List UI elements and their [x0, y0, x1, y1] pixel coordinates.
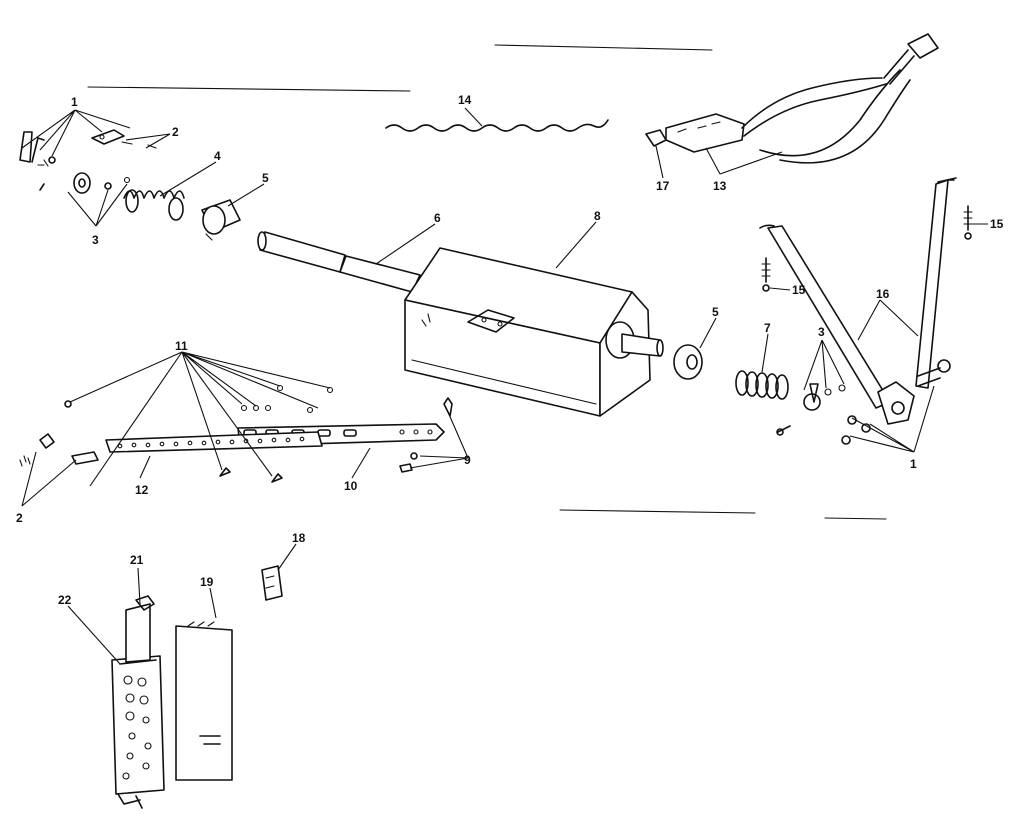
switch-and-cord — [645, 33, 939, 164]
motor-housing — [404, 247, 664, 417]
callout-14: 14 — [458, 93, 472, 107]
callout-15-left: 15 — [792, 283, 806, 297]
right-bushing — [673, 344, 703, 380]
callout-10: 10 — [344, 479, 358, 493]
callout-4: 4 — [214, 149, 221, 163]
callout-16: 16 — [876, 287, 890, 301]
small-block-part — [261, 565, 283, 601]
callout-9: 9 — [464, 453, 471, 467]
callout-22: 22 — [58, 593, 72, 607]
callout-2-lower-left: 2 — [16, 511, 23, 525]
callout-8: 8 — [594, 209, 601, 223]
callout-11: 11 — [175, 339, 188, 353]
callout-15-right: 15 — [990, 217, 1004, 231]
callout-3-right: 3 — [818, 325, 825, 339]
leader-lines — [21, 107, 988, 665]
control-panel-assembly — [111, 595, 233, 809]
upper-bushing — [201, 199, 241, 241]
callout-18: 18 — [292, 531, 306, 545]
rail-assembly — [759, 177, 973, 445]
callout-19: 19 — [200, 575, 214, 589]
header-rules — [87, 44, 887, 520]
callout-17: 17 — [656, 179, 670, 193]
slotted-rails — [105, 423, 445, 453]
callout-1-upper-left: 1 — [71, 95, 78, 109]
callout-5-upper: 5 — [262, 171, 269, 185]
callout-5-right: 5 — [712, 305, 719, 319]
right-spring — [735, 370, 789, 400]
drive-shaft-tube — [257, 231, 421, 293]
callout-numbers: 1 2 3 4 5 6 8 14 17 13 15 15 16 5 7 3 1 … — [16, 93, 1004, 607]
callout-6: 6 — [434, 211, 441, 225]
callout-12: 12 — [135, 483, 149, 497]
upper-left-brackets — [19, 129, 157, 191]
callout-2-upper-left: 2 — [172, 125, 179, 139]
chain-part — [385, 119, 609, 132]
callout-1-right: 1 — [910, 457, 917, 471]
rail-hardware — [19, 384, 453, 483]
callout-7: 7 — [764, 321, 771, 335]
callout-21: 21 — [130, 553, 144, 567]
callout-3-upper-left: 3 — [92, 233, 99, 247]
callout-13: 13 — [713, 179, 727, 193]
upper-left-spring-assembly — [73, 172, 185, 221]
